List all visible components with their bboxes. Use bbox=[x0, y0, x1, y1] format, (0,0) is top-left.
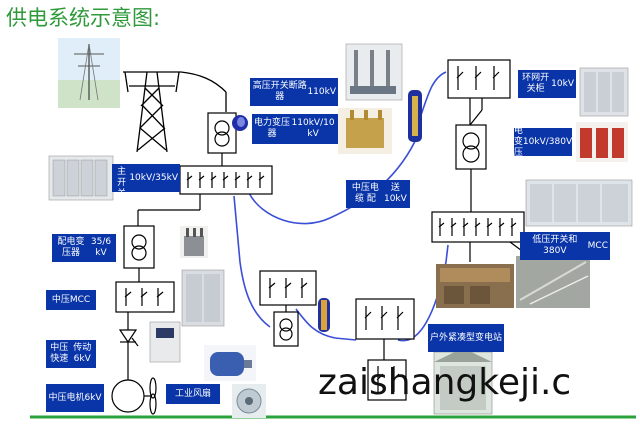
label-mv-motor: 中压电机 6kV bbox=[46, 384, 104, 412]
motor-symbol bbox=[111, 377, 157, 415]
label-ring-main-unit-name: 环网开关柜 bbox=[522, 73, 550, 94]
label-mv-mcc-name: 中压MCC bbox=[51, 294, 91, 305]
label-ring-main-unit-value: 10kV bbox=[551, 78, 574, 89]
label-power-transformer-name: 电力变压器 bbox=[254, 118, 291, 139]
label-dist-transformer-right: 配电变压器 10kV/380V bbox=[514, 115, 573, 169]
drive-symbol bbox=[118, 329, 139, 380]
mcc-cabinet-photo bbox=[181, 269, 225, 327]
label-outdoor-substation: 户外紧凑型变 电站 bbox=[428, 324, 504, 352]
label-hv-breaker-value: 110kV bbox=[307, 86, 336, 97]
label-mv-main-switchgear-name: 中压主开关柜 bbox=[117, 145, 127, 210]
breaker-photo bbox=[345, 43, 403, 101]
outdoor-substation-bottom bbox=[367, 359, 407, 401]
middle-transformer bbox=[273, 311, 299, 347]
label-power-transformer-value: 110kV/10 kV bbox=[291, 118, 335, 139]
label-dist-transformer-right-value: 10kV/380V bbox=[522, 136, 573, 147]
label-dist-transformer-right-name: 配电变压器 bbox=[513, 114, 523, 169]
dry-transformer-photo bbox=[576, 122, 628, 162]
label-mv-fast-drive-name: 中压快速 bbox=[50, 343, 69, 364]
cable-roll-icon bbox=[318, 298, 330, 332]
ring-main-photo bbox=[579, 67, 629, 117]
label-mv-cable: 中压电缆 配 送 10kV bbox=[346, 180, 410, 208]
label-industrial-fan-name: 工业风扇 bbox=[174, 388, 211, 399]
diagram-title: 供电系统示意图: bbox=[6, 6, 161, 30]
label-dist-transformer-left-name: 配电变压器 bbox=[57, 237, 85, 258]
lv-switchboard-photo bbox=[525, 179, 633, 227]
substation-photo bbox=[433, 348, 493, 415]
label-lv-switch-mcc-value: MCC bbox=[587, 240, 608, 251]
switchgear-photo-left bbox=[48, 155, 114, 201]
factory-photo bbox=[436, 264, 514, 308]
label-ring-main-unit: 环网开关柜 10kV bbox=[518, 70, 576, 98]
label-mv-cable-name: 中压电缆 配 bbox=[351, 183, 379, 204]
label-mv-cable-value: 送 10kV bbox=[383, 183, 407, 204]
label-outdoor-substation-name: 户外紧凑型变 bbox=[430, 332, 485, 343]
drive-cabinet-photo bbox=[149, 321, 181, 363]
label-mv-main-switchgear: 中压主开关柜 10kV/35kV bbox=[112, 145, 180, 210]
middle-switch-upper bbox=[259, 270, 317, 312]
plant-photo bbox=[516, 256, 590, 308]
watermark-text: zaishangkeji.c bbox=[318, 362, 572, 403]
label-power-transformer: 电力变压器 110kV/10 kV bbox=[252, 114, 338, 144]
label-mv-fast-drive: 中压快速 传动 6kV bbox=[46, 340, 96, 368]
dist-transformer-right-symbol bbox=[455, 124, 487, 212]
ring-main-unit-symbol bbox=[447, 59, 511, 126]
label-dist-transformer-left-value: 35/6 kV bbox=[90, 237, 112, 258]
mv-main-switchgear-bus bbox=[170, 165, 273, 210]
fan-photo bbox=[232, 384, 266, 418]
outdoor-substation-switch bbox=[355, 298, 415, 360]
motor-photo bbox=[204, 345, 256, 381]
label-industrial-fan: 工业风扇 bbox=[166, 384, 220, 404]
pylon-photo bbox=[58, 38, 120, 108]
mv-mcc-symbol bbox=[115, 281, 175, 330]
label-mv-fast-drive-value: 传动 6kV bbox=[73, 343, 92, 364]
label-mv-mcc: 中压MCC bbox=[46, 290, 96, 310]
transmission-tower bbox=[123, 71, 227, 153]
lv-switch-bus bbox=[431, 211, 573, 289]
label-lv-switch-mcc: 低压开关和380V MCC bbox=[520, 232, 610, 260]
main-transformer-symbol bbox=[207, 112, 237, 168]
label-mv-main-switchgear-value: 10kV/35kV bbox=[129, 172, 178, 183]
label-hv-breaker-name: 高压开关断路器 bbox=[252, 81, 307, 102]
small-transformer-photo bbox=[180, 226, 208, 258]
label-mv-motor-name: 中压电机 bbox=[48, 392, 85, 403]
label-outdoor-substation-value: 电站 bbox=[484, 332, 503, 343]
transformer-photo bbox=[338, 108, 392, 154]
label-lv-switch-mcc-name: 低压开关和380V bbox=[532, 235, 578, 256]
cable-head-icon bbox=[232, 115, 248, 131]
cable-photo-top bbox=[408, 90, 422, 142]
label-mv-motor-value: 6kV bbox=[84, 392, 102, 403]
dist-transformer-left-symbol bbox=[123, 225, 155, 282]
label-hv-breaker: 高压开关断路器 110kV bbox=[250, 78, 338, 106]
label-dist-transformer-left: 配电变压器 35/6 kV bbox=[52, 234, 116, 262]
